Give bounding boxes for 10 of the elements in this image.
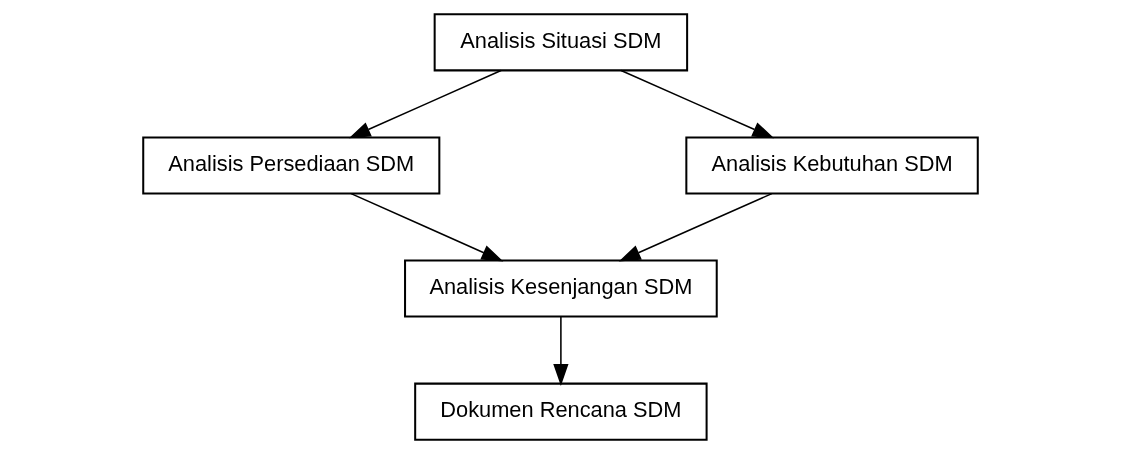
node-box: Analisis Situasi SDM bbox=[433, 13, 689, 72]
arrow bbox=[618, 192, 773, 262]
node-box: Dokumen Rencana SDM bbox=[414, 382, 708, 441]
arrow bbox=[553, 315, 569, 386]
node-box: Analisis Persediaan SDM bbox=[142, 136, 441, 195]
arrow bbox=[348, 69, 502, 139]
arrow bbox=[620, 69, 775, 139]
arrow bbox=[350, 192, 504, 262]
node-box: Analisis Kesenjangan SDM bbox=[404, 259, 718, 318]
node-box: Analisis Kebutuhan SDM bbox=[685, 136, 979, 195]
